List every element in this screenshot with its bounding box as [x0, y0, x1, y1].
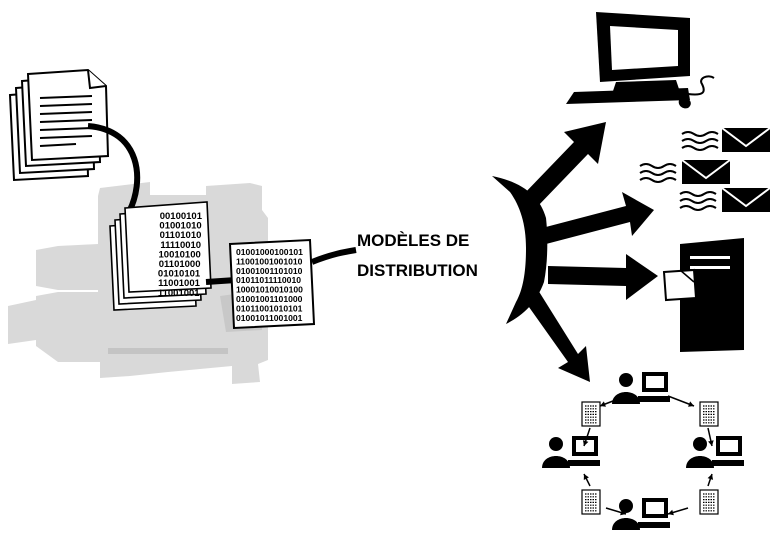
paper-stack-icon [8, 68, 110, 182]
network-icon [542, 372, 744, 530]
binary-line: 01101010 [160, 230, 202, 241]
mini-document-icon [699, 401, 719, 427]
envelope-icon [679, 187, 771, 212]
arrowhead [583, 474, 589, 480]
envelope-icon [681, 127, 771, 152]
connector-line [87, 123, 141, 216]
scanned-binary-stack: 0010010101001010011010101111001010010100… [109, 201, 212, 311]
user-workstation-icon [686, 436, 744, 468]
binary-line: 01011001010101 [236, 303, 303, 313]
distribution-label-line1: MODÈLES DE [357, 231, 469, 250]
envelope-icon [639, 159, 731, 184]
arrowhead [688, 401, 694, 407]
binary-line: 11110010 [160, 240, 201, 251]
binary-line: 11001001 [158, 278, 200, 289]
binary-line: 11001001 [158, 288, 200, 299]
binary-line: 01101000 [159, 259, 201, 270]
distribution-arrows [492, 122, 658, 382]
binary-line: 01001001101010 [236, 266, 303, 276]
binary-line: 01001001101000 [236, 294, 303, 304]
binary-line: 01010101 [158, 269, 201, 280]
arrowhead [600, 401, 606, 407]
arrowhead [620, 509, 626, 516]
binary-line: 01001011001001 [236, 313, 303, 323]
binary-document: 0100100010010111001001001010010010011010… [228, 238, 316, 330]
arrowhead [582, 440, 589, 446]
mini-document-icon [699, 489, 719, 515]
arrowhead [708, 440, 714, 446]
user-workstation-icon [612, 372, 670, 404]
binary-line: 01001000100101 [236, 247, 303, 257]
binary-line: 10010100 [159, 249, 201, 260]
arrowhead [707, 474, 714, 480]
binary-line: 10001010010100 [236, 285, 303, 295]
connector-line [310, 247, 357, 265]
binary-line: 01011011110010 [236, 275, 301, 285]
mini-document-icon [581, 489, 601, 515]
distribution-label-line2: DISTRIBUTION [357, 261, 478, 280]
email-icon [639, 127, 771, 212]
binary-line: 00100101 [160, 211, 203, 222]
server-icon [662, 238, 744, 352]
binary-line: 01001010 [159, 221, 201, 232]
mini-document-icon [581, 401, 601, 427]
user-workstation-icon [612, 498, 670, 530]
computer-icon [566, 12, 715, 109]
arrowhead [668, 509, 674, 516]
binary-line: 11001001001010 [236, 256, 303, 266]
user-workstation-icon [542, 436, 600, 468]
